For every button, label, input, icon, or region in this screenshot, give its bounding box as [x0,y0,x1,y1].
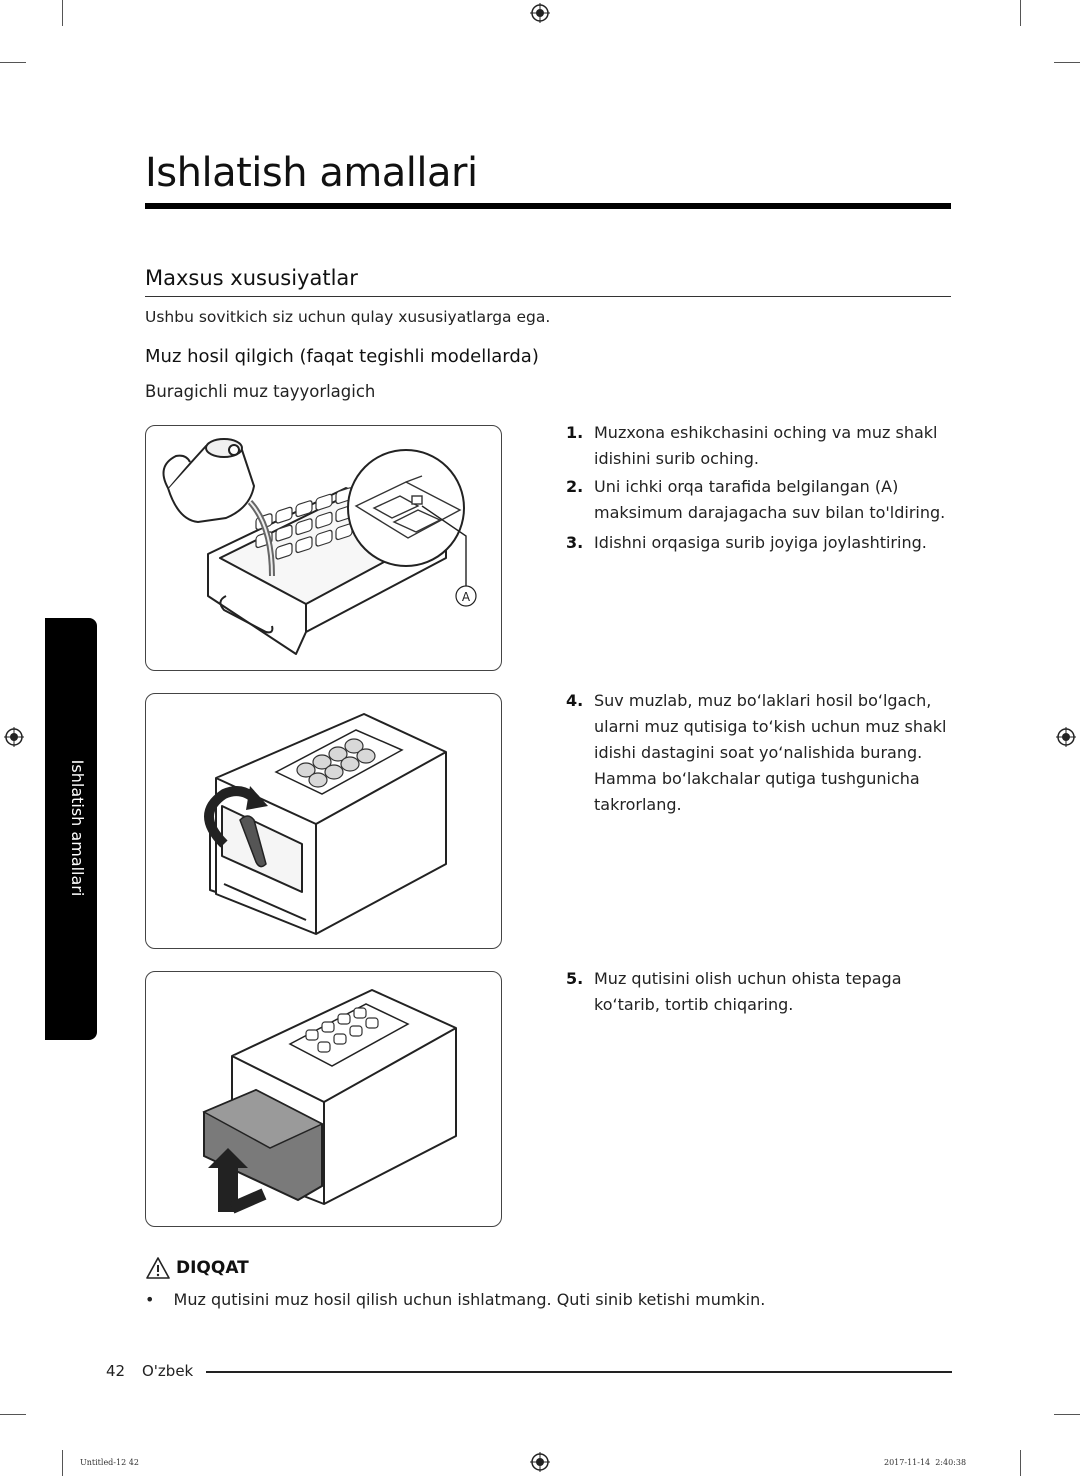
registration-mark-top [530,3,550,23]
figure-remove-bin [145,971,502,1227]
footer-language: O'zbek [142,1362,194,1380]
crop-mark [1020,1450,1021,1476]
section-rule [145,296,951,297]
crop-mark [0,1414,26,1415]
step-number: 5. [566,969,584,988]
crop-mark [1054,1414,1080,1415]
chapter-title-rule [145,203,951,209]
fill-tray-illustration: A [162,438,477,655]
step-text: Suv muzlab, muz bo‘laklari hosil bo‘lgac… [594,691,947,814]
step-4: 4. Suv muzlab, muz bo‘laklari hosil bo‘l… [566,688,956,828]
subsection-subtitle: Buragichli muz tayyorlagich [145,382,376,401]
remove-bin-illustration [202,989,457,1214]
print-slug-file: Untitled-12 42 [80,1458,139,1467]
section-intro: Ushbu sovitkich siz uchun qulay xususiya… [145,308,551,326]
figure-twist-lever [145,693,502,949]
caution-bullet: • [145,1290,155,1309]
step-number: 4. [566,691,584,710]
caution-text-line: • Muz qutisini muz hosil qilish uchun is… [145,1290,765,1309]
side-tab: Ishlatish amallari [45,618,97,1040]
section-title: Maxsus xususiyatlar [145,266,358,290]
warning-triangle-icon [146,1257,170,1279]
page-number: 42 [106,1362,126,1380]
step-number: 2. [566,477,584,496]
footer-rule [206,1371,952,1373]
chapter-title: Ishlatish amallari [145,150,478,196]
side-tab-label: Ishlatish amallari [68,759,87,897]
step-text: Idishni orqasiga surib joyiga joylashtir… [594,533,927,552]
print-slug-datetime: 2017-11-14 ￼ 2:40:38 [884,1458,967,1467]
step-number: 3. [566,533,584,552]
step-1: 1. Muzxona eshikchasini oching va muz sh… [566,420,956,476]
step-text: Uni ichki orqa tarafida belgilangan (A) … [594,477,946,522]
figure-fill-tray: A [145,425,502,671]
caution-text: Muz qutisini muz hosil qilish uchun ishl… [173,1290,766,1309]
subsection-title: Muz hosil qilgich (faqat tegishli modell… [145,346,539,367]
crop-mark [62,1450,63,1476]
step-text: Muz qutisini olish uchun ohista tepaga k… [594,969,902,1014]
step-3: 3. Idishni orqasiga surib joyiga joylash… [566,530,956,560]
step-5: 5. Muz qutisini olish uchun ohista tepag… [566,966,956,1022]
callout-a-label: A [462,590,471,604]
crop-mark [1054,62,1080,63]
caution-heading: DIQQAT [176,1258,249,1278]
step-number: 1. [566,423,584,442]
crop-mark [62,0,63,26]
step-text: Muzxona eshikchasini oching va muz shakl… [594,423,938,468]
crop-mark [1020,0,1021,26]
registration-mark-right [1056,727,1076,747]
twist-lever-illustration [204,713,447,935]
step-2: 2. Uni ichki orqa tarafida belgilangan (… [566,474,956,530]
registration-mark-left [4,727,24,747]
crop-mark [0,62,26,63]
registration-mark-bottom [530,1452,550,1472]
